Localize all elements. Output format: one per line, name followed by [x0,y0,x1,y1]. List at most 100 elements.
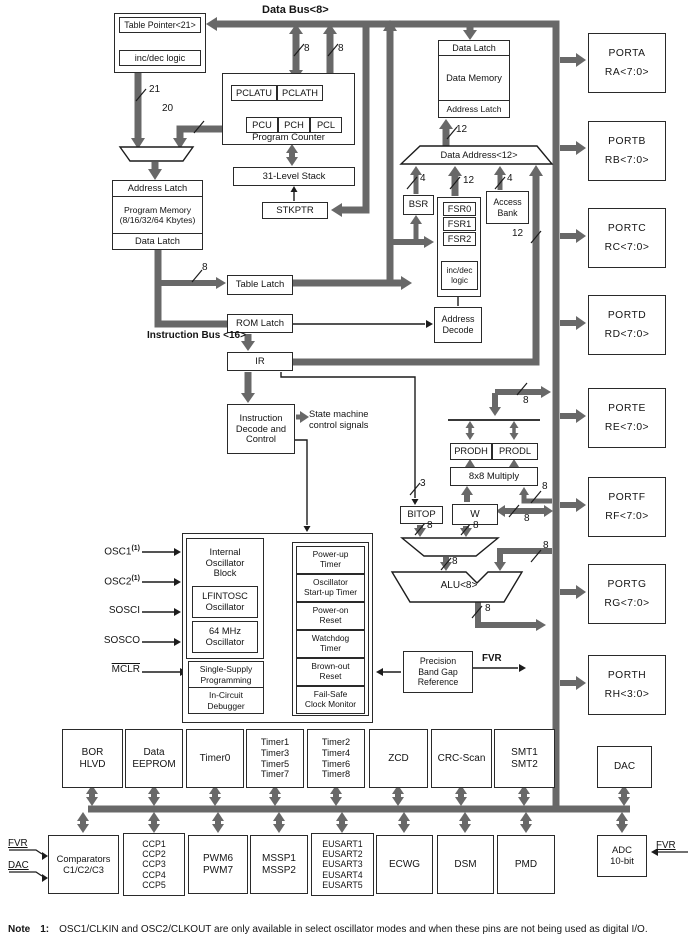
internal-oscillator-title-line-2: Block [213,568,237,579]
alu-label: ALU<8> [440,580,478,592]
peripheral-row2-0-line-0: Comparators [56,853,111,864]
pin-label-sosci: SOSCI [108,605,140,616]
reset-cell-1-line-0: Oscillator [313,577,348,588]
reset-cell-2-line-0: Power-on [312,605,349,616]
bandgap-box-line-0: Precision [419,656,457,667]
peripheral-row1-6: CRC-Scan [431,729,492,788]
peripheral-row1-0-line-1: HLVD [79,758,106,770]
port-bits: RD<7:0> [604,329,650,340]
alu-shape [390,571,524,603]
pclath-box: PCLATH [277,85,323,101]
pin-label-mclr: MCLR [111,664,140,675]
peripheral-row1-3-line-3: Timer7 [260,769,290,780]
bus-width-label-10: 3 [420,478,426,489]
program-memory-box: Program Memory(8/16/32/64 Kbytes) [112,196,203,234]
port-name: PORTG [607,578,647,590]
peripheral-row2-4-line-4: EUSART5 [322,880,363,891]
reset-cell-0-line-0: Power-up [312,549,349,560]
data-address-label: Data Address<12> [440,150,518,161]
fsr0-box: FSR0 [443,202,476,216]
peripheral-row1-7-line-1: SMT2 [511,758,538,770]
peripheral-row2-3-line-0: MSSP1 [262,852,296,864]
peripheral-row2-0-line-1: C1/C2/C3 [63,864,104,875]
internal-oscillator-title-line-1: Oscillator [205,557,245,568]
peripheral-row2-3-line-1: MSSP2 [262,864,296,876]
port-name: PORTF [608,491,646,503]
peripheral-row2-4-line-1: EUSART2 [322,848,363,859]
in-circuit-debugger-box-line-1: Debugger [207,700,245,711]
bus-width-label-5: 12 [456,124,468,135]
peripheral-row1-0-line-0: BOR [81,746,104,758]
peripheral-row1-2-line-0: Timer0 [199,752,231,764]
address-decode-box-line-1: Decode [442,325,474,335]
adc-box-line-1: 10-bit [610,856,634,867]
peripheral-row1-6-line-0: CRC-Scan [437,752,486,764]
single-supply-box-line-0: Single-Supply [199,664,253,675]
port-bits: RF<7:0> [605,511,649,522]
dac-comparator-label: DAC [8,859,29,871]
reset-cell-5-line-1: Clock Monitor [304,699,357,709]
footnote-text: OSC1/CLKIN and OSC2/CLKOUT are only avai… [59,924,648,935]
instruction-bus-label: Instruction Bus <16> [147,329,246,341]
pin-label-osc1: OSC1(1) [104,545,140,558]
adc-fvr-label: FVR [656,839,676,851]
port-bits: RG<7:0> [604,598,650,609]
bus-width-label-16: 8 [543,540,549,551]
bus-width-label-15: 8 [524,513,530,524]
access-bank-box-line-1: Bank [497,207,518,218]
instruction-decode-box-line-1: Decode and [235,423,287,434]
peripheral-row2-6: DSM [437,835,494,894]
dac-box: DAC [597,746,652,788]
peripheral-row1-5: ZCD [369,729,428,788]
bus-width-label-7: 12 [463,175,475,186]
program-counter-label: Program Counter [252,131,325,143]
bus-width-label-3: 8 [338,43,344,54]
access-bank-box-line-0: Access [493,197,522,208]
port-name: PORTB [608,135,646,147]
inc-dec-logic-box: inc/dec logic [119,50,201,66]
fvr-bandgap-label: FVR [482,652,502,664]
bus-width-label-11: 8 [427,520,433,531]
port-name: PORTA [608,47,646,59]
program-memory-box-line-1: (8/16/32/64 Kbytes) [119,215,196,225]
peripheral-row1-3-line-2: Timer5 [260,758,290,769]
peripheral-row2-7-line-0: PMD [514,858,538,870]
pcl-box: PCL [310,117,342,133]
peripheral-row2-2-line-0: PWM6 [203,852,233,864]
peripheral-row1-4-line-1: Timer4 [321,747,351,758]
peripheral-row2-4-line-3: EUSART4 [322,869,363,880]
dac-box-line-0: DAC [613,761,636,773]
bus-width-label-6: 4 [420,173,426,184]
reset-cell-3-line-1: Timer [319,643,342,653]
bandgap-box-line-1: Band Gap [418,666,458,677]
dm-address-latch: Address Latch [438,100,510,118]
state-machine-label-line-0: State machine [309,409,369,420]
bus-width-label-18: 8 [485,603,491,614]
rom-latch-box: ROM Latch [227,314,293,333]
bitop-box: BITOP [400,506,443,524]
instruction-decode-box-line-0: Instruction [239,412,283,423]
fvr-comparator-label: FVR [8,837,28,849]
bus-width-label-1: 20 [162,103,174,114]
fsr1-box: FSR1 [443,217,476,231]
peripheral-row1-3-line-1: Timer3 [260,747,290,758]
stack-box: 31-Level Stack [233,167,355,186]
peripheral-row2-7: PMD [497,835,555,894]
peripheral-row1-4-line-3: Timer8 [321,769,351,780]
